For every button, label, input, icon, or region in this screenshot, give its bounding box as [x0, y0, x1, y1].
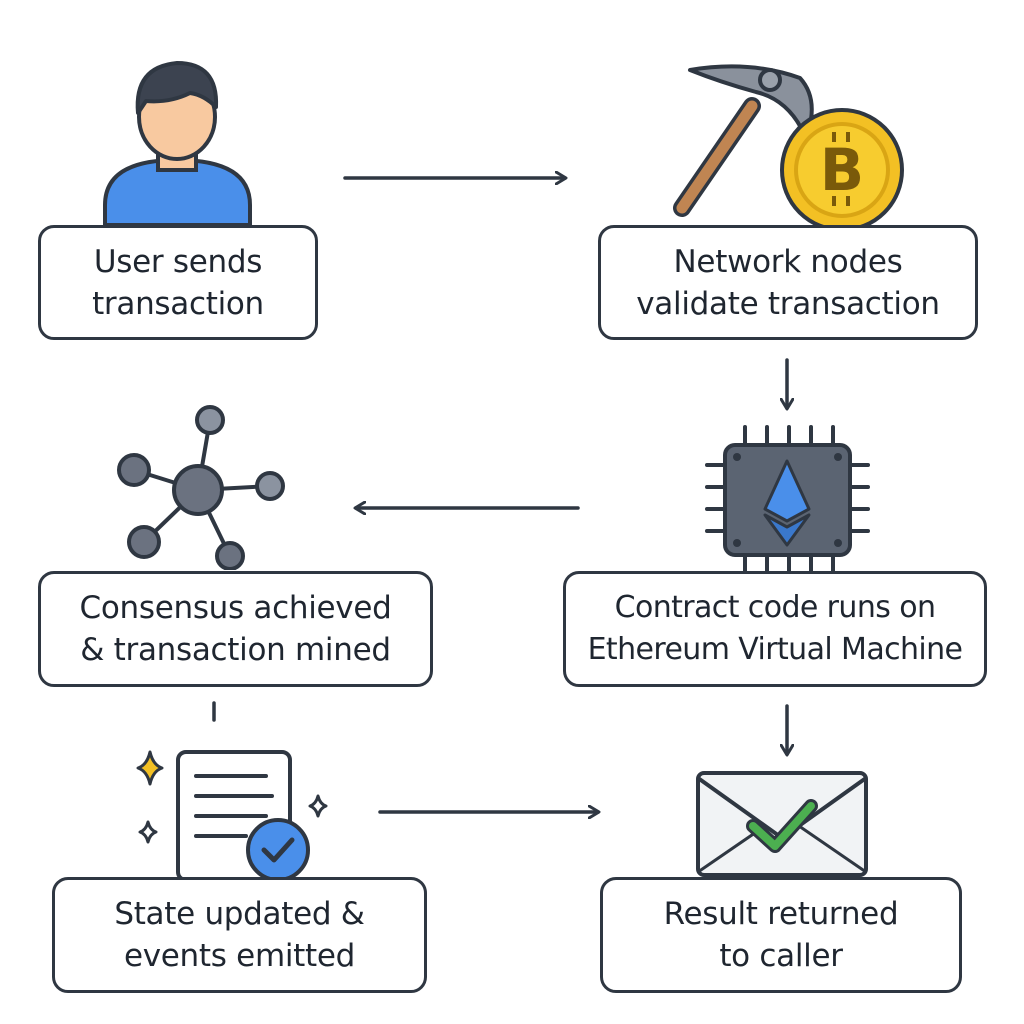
step-label-line1: User sends [93, 243, 263, 280]
step-label-line2: validate transaction [636, 285, 940, 322]
step-label-line2: to caller [719, 938, 843, 974]
svg-text:B: B [820, 136, 864, 204]
step-label-line1: Result returned [663, 896, 899, 932]
step-label-line1: Contract code runs on [614, 590, 936, 625]
ethereum-chip-icon [705, 425, 870, 575]
step-label-line2: events emitted [123, 938, 356, 974]
step-label-line1: State updated & [114, 896, 365, 932]
pickaxe-bitcoin-icon: B [660, 60, 910, 235]
step-contract-code-runs-evm: Contract code runs on Ethereum Virtual M… [563, 571, 987, 687]
envelope-check-icon [695, 770, 870, 880]
step-label-line1: Consensus achieved [79, 590, 392, 626]
step-label-line2: Ethereum Virtual Machine [587, 632, 963, 667]
step-network-nodes-validate: Network nodes validate transaction [598, 225, 978, 340]
step-result-returned: Result returned to caller [600, 877, 962, 993]
step-label-line2: & transaction mined [80, 632, 391, 668]
document-check-icon [128, 740, 338, 885]
step-consensus-achieved: Consensus achieved & transaction mined [38, 571, 433, 687]
step-user-sends-transaction: User sends transaction [38, 225, 318, 340]
user-icon [100, 55, 255, 230]
step-label-line1: Network nodes [673, 243, 903, 280]
network-nodes-icon [112, 398, 292, 570]
step-state-updated: State updated & events emitted [52, 877, 427, 993]
step-label-line2: transaction [92, 285, 264, 322]
